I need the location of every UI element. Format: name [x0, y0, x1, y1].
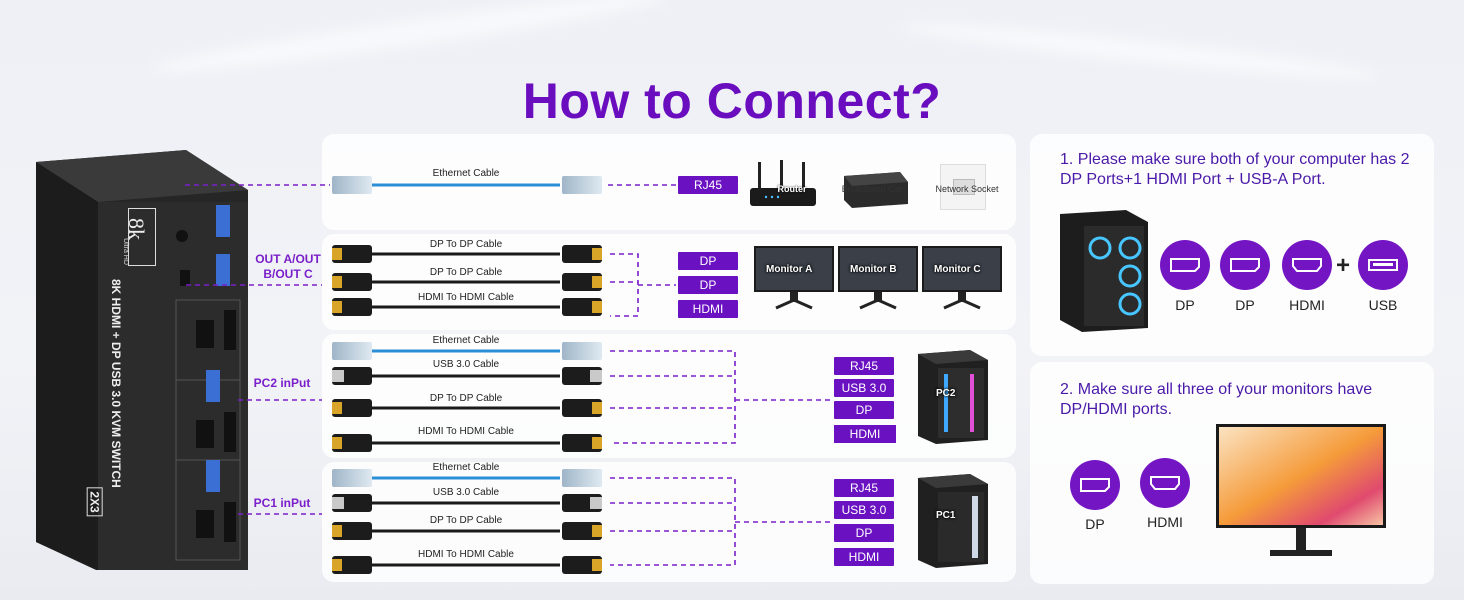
monitor-image: [1216, 424, 1386, 558]
kvm-switch-device: 8k Ultra HD 8K HDMI + DP USB 3.0 KVM SWI…: [36, 150, 248, 570]
dp-plug-icon: [332, 273, 372, 291]
broadband-cat-icon: [838, 166, 910, 210]
pc2-panel: [322, 334, 1016, 458]
page-title: How to Connect?: [522, 73, 942, 129]
router-icon: [746, 160, 820, 208]
hdmi-plug-icon: [562, 434, 602, 452]
plus-sign: +: [1336, 252, 1351, 279]
hdmi-plug-icon: [332, 556, 372, 574]
monitor-b-icon: [838, 246, 918, 312]
pc2-dp-tag: DP: [834, 401, 894, 419]
rj45-tag: RJ45: [678, 176, 738, 194]
hdmi-plug-icon: [332, 434, 372, 452]
dp-plug-icon: [332, 399, 372, 417]
hdmi-plug-icon: [562, 556, 602, 574]
info2-text: 2. Make sure all three of your monitors …: [1060, 381, 1373, 418]
router-label: Router: [777, 184, 807, 194]
eth-plug-icon: [332, 469, 372, 487]
monitor-dp-tag-1: DP: [678, 252, 738, 270]
pc2-ethernet-label: Ethernet Cable: [432, 335, 500, 346]
pc1-tower-icon: [914, 472, 990, 568]
dp-plug-icon: [332, 245, 372, 263]
monitor-dp-tag-2: DP: [678, 276, 738, 294]
pc2-dp-label: DP To DP Cable: [429, 393, 503, 404]
pc2-rj45-tag: RJ45: [834, 357, 894, 375]
eth-plug-icon: [562, 469, 602, 487]
dp-port-label-2: DP: [1235, 297, 1255, 313]
pc2-tower-icon: [914, 348, 990, 444]
pc1-usb-label: USB 3.0 Cable: [432, 487, 500, 498]
hdmi-port-circle: [1282, 240, 1332, 290]
monitor-dp-port-label: DP: [1085, 516, 1105, 532]
dp-plug-icon: [332, 522, 372, 540]
monitor-c-label: Monitor C: [934, 264, 981, 275]
hdmi-cable-c-label: HDMI To HDMI Cable: [418, 292, 514, 303]
monitor-dp-port-circle: [1070, 460, 1120, 510]
pc2-usb-tag: USB 3.0: [834, 379, 894, 397]
hdmi-port-label: HDMI: [1289, 297, 1325, 313]
pc2-hdmi-label: HDMI To HDMI Cable: [418, 426, 514, 437]
pc1-hdmi-tag: HDMI: [834, 548, 894, 566]
dp-port-circle-2: [1220, 240, 1270, 290]
eth-plug-icon: [332, 342, 372, 360]
gaming-pc-image: [1056, 208, 1152, 332]
ethernet-cable-label: Ethernet Cable: [432, 168, 500, 179]
dp-cable-b-label: DP To DP Cable: [429, 267, 503, 278]
pc1-panel: [322, 462, 1016, 582]
pc2-usb-label: USB 3.0 Cable: [432, 359, 500, 370]
pc2-hdmi-tag: HDMI: [834, 425, 896, 443]
pc1-label: PC1: [936, 510, 956, 521]
usb-plug-icon: [332, 367, 372, 385]
dp-plug-icon: [562, 245, 602, 263]
pc2-input-label: PC2 inPut: [253, 376, 311, 390]
monitor-hdmi-port-circle: [1140, 458, 1190, 508]
pc1-dp-tag: DP: [834, 524, 894, 542]
usb-plug-icon: [332, 494, 372, 512]
dp-plug-icon: [562, 399, 602, 417]
hdmi-plug-icon: [562, 298, 602, 316]
info1-text: 1. Please make sure both of your compute…: [1060, 151, 1410, 188]
monitor-c-icon: [922, 246, 1002, 312]
eth-plug-icon: [562, 176, 602, 194]
dp-cable-a-label: DP To DP Cable: [429, 239, 503, 250]
monitor-a-label: Monitor A: [766, 264, 813, 275]
pc2-label: PC2: [936, 388, 956, 399]
pc1-input-label: PC1 inPut: [253, 496, 311, 510]
pc1-dp-label: DP To DP Cable: [429, 515, 503, 526]
usb-plug-icon: [562, 367, 602, 385]
dp-plug-icon: [562, 522, 602, 540]
eth-plug-icon: [562, 342, 602, 360]
hdmi-plug-icon: [332, 298, 372, 316]
monitor-a-icon: [754, 246, 834, 312]
monitor-b-label: Monitor B: [850, 264, 897, 275]
pc1-ethernet-label: Ethernet Cable: [432, 462, 500, 473]
monitor-hdmi-tag: HDMI: [678, 300, 738, 318]
network-socket-label: Network Socket: [935, 184, 999, 194]
usb-port-label: USB: [1368, 297, 1398, 313]
monitor-hdmi-port-label: HDMI: [1147, 514, 1183, 530]
pc1-rj45-tag: RJ45: [834, 479, 894, 497]
out-label: OUT A/OUT B/OUT C: [255, 252, 321, 281]
pc1-usb-tag: USB 3.0: [834, 501, 894, 519]
dp-port-label-1: DP: [1175, 297, 1195, 313]
usb-plug-icon: [562, 494, 602, 512]
device-8k-logo: [128, 208, 156, 266]
dp-port-circle-1: [1160, 240, 1210, 290]
usb-port-circle: [1358, 240, 1408, 290]
pc1-hdmi-label: HDMI To HDMI Cable: [418, 549, 514, 560]
network-socket-icon: [940, 164, 986, 210]
eth-plug-icon: [332, 176, 372, 194]
dp-plug-icon: [562, 273, 602, 291]
broadband-cat-label: Broadband Cat: [841, 184, 903, 194]
